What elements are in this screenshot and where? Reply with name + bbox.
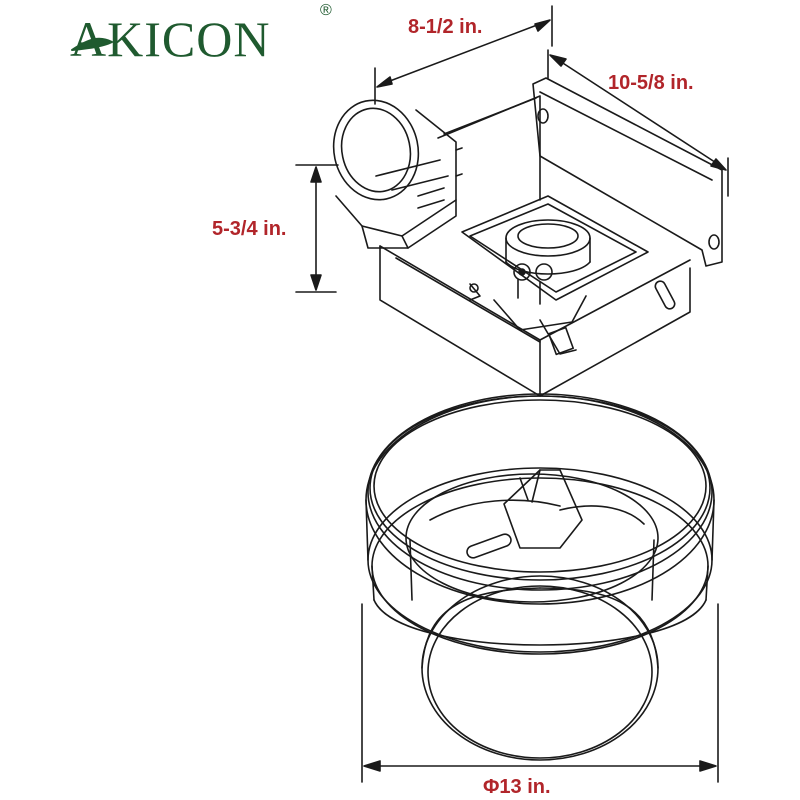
diameter-dimension-line (361, 603, 719, 783)
grille-diameter-label: Φ13 in. (483, 776, 551, 798)
logo-leaf-icon (71, 37, 113, 51)
housing-length-label: 10-5/8 in. (608, 72, 694, 94)
housing-height-label: 5-3/4 in. (212, 218, 287, 240)
registered-mark: ® (320, 2, 332, 19)
fan-housing (379, 77, 723, 397)
length-dimension-line (547, 49, 729, 197)
width-dimension-line (374, 5, 553, 105)
height-dimension-line (295, 164, 339, 293)
duct-connector (332, 99, 463, 249)
brand-logo: AKICON (70, 11, 271, 67)
housing-width-label: 8-1/2 in. (408, 16, 483, 38)
grille-assembly (365, 393, 715, 761)
